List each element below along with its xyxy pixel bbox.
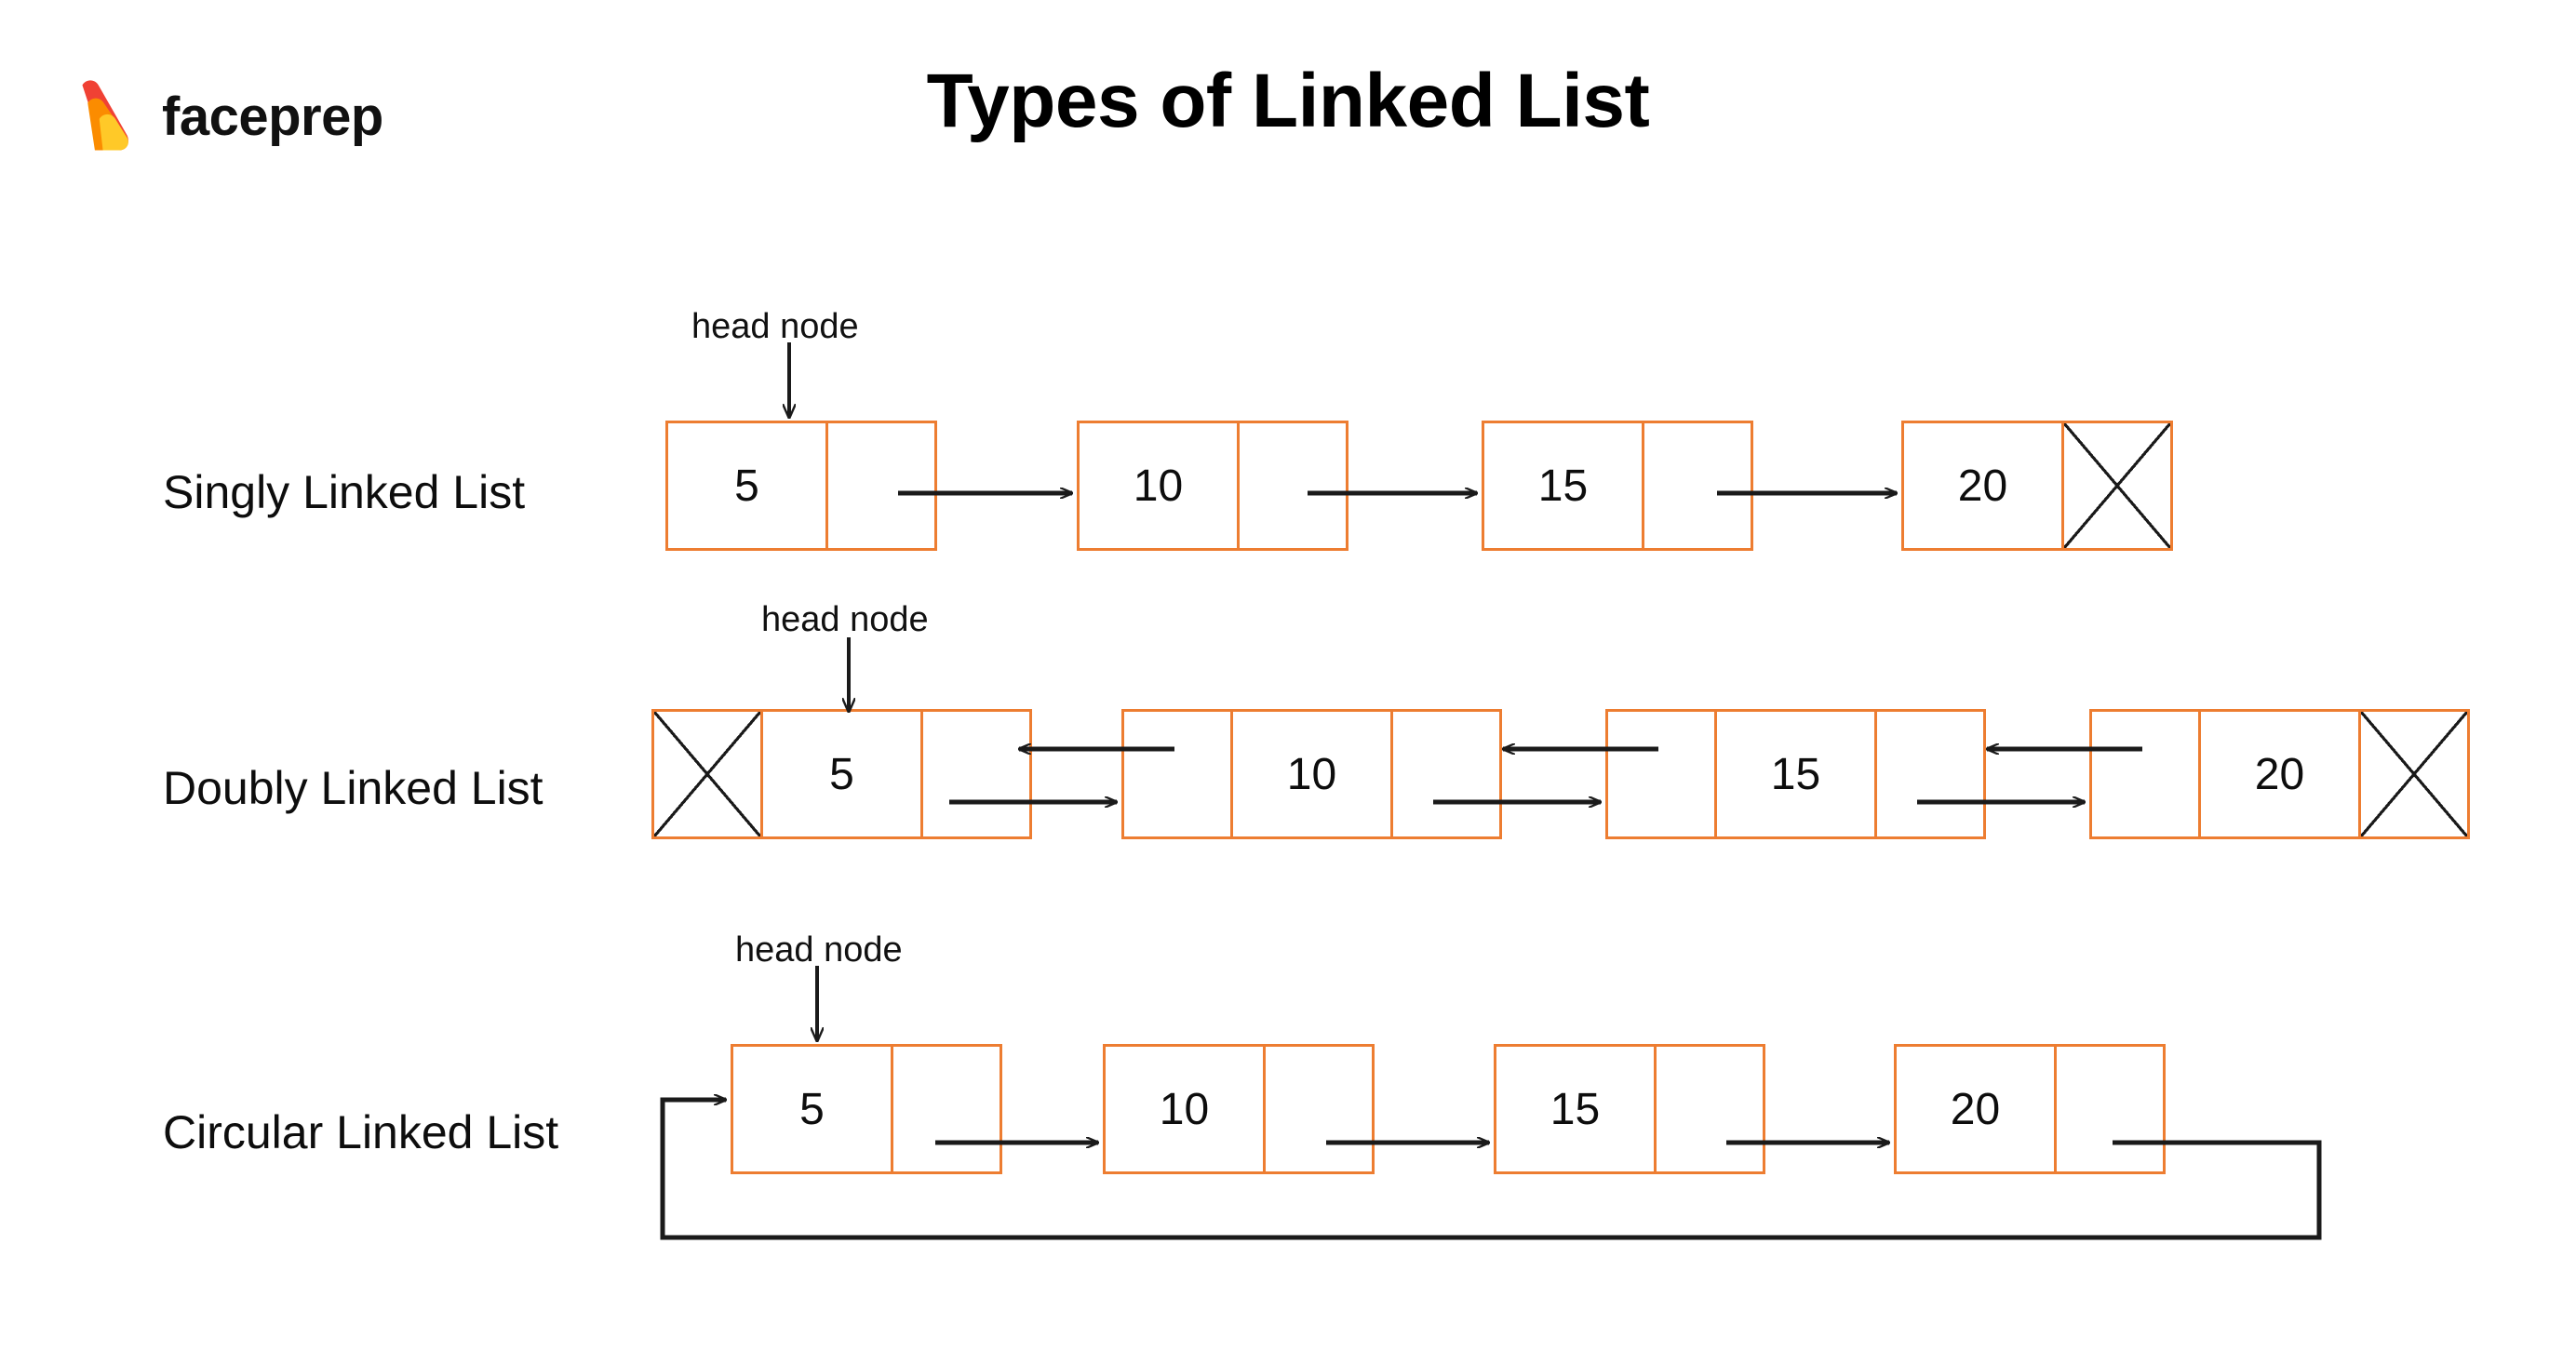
node-null-pointer-cell	[2061, 421, 2173, 551]
singly-node-2[interactable]: 10	[1077, 421, 1348, 551]
node-next-cell	[1654, 1044, 1765, 1174]
node-next-cell	[1237, 421, 1348, 551]
node-prev-cell	[1121, 709, 1233, 839]
node-data-cell: 10	[1077, 421, 1240, 551]
node-data-cell: 15	[1482, 421, 1644, 551]
node-next-cell	[1390, 709, 1502, 839]
head-node-label-doubly: head node	[761, 600, 929, 639]
node-data-cell: 20	[1894, 1044, 2057, 1174]
node-next-cell	[1642, 421, 1753, 551]
circular-node-4[interactable]: 20	[1894, 1044, 2166, 1174]
circular-node-3[interactable]: 15	[1494, 1044, 1765, 1174]
node-data-cell: 5	[665, 421, 828, 551]
brand-logo[interactable]: faceprep	[48, 73, 383, 162]
section-label-doubly: Doubly Linked List	[163, 762, 543, 814]
node-data-cell: 5	[731, 1044, 893, 1174]
doubly-node-3[interactable]: 15	[1605, 709, 1986, 839]
node-null-prev-cell	[651, 709, 763, 839]
brand-name: faceprep	[162, 87, 383, 147]
node-data-cell: 5	[760, 709, 923, 839]
page-title: Types of Linked List	[926, 59, 1650, 143]
doubly-node-2[interactable]: 10	[1121, 709, 1502, 839]
singly-node-3[interactable]: 15	[1482, 421, 1753, 551]
node-data-cell: 10	[1103, 1044, 1266, 1174]
node-next-cell	[825, 421, 937, 551]
head-node-label-singly: head node	[691, 307, 859, 346]
section-label-circular: Circular Linked List	[163, 1106, 559, 1158]
node-data-cell: 15	[1714, 709, 1877, 839]
circular-node-1[interactable]: 5	[731, 1044, 1002, 1174]
node-prev-cell	[1605, 709, 1717, 839]
node-data-cell: 10	[1230, 709, 1393, 839]
node-data-cell: 15	[1494, 1044, 1657, 1174]
doubly-node-1[interactable]: 5	[651, 709, 1032, 839]
node-data-cell: 20	[2198, 709, 2361, 839]
node-next-cell	[920, 709, 1032, 839]
node-data-cell: 20	[1901, 421, 2064, 551]
node-next-cell	[1874, 709, 1986, 839]
section-label-singly: Singly Linked List	[163, 466, 526, 518]
node-next-cell	[1263, 1044, 1375, 1174]
singly-node-1[interactable]: 5	[665, 421, 937, 551]
circular-node-2[interactable]: 10	[1103, 1044, 1375, 1174]
node-prev-cell	[2089, 709, 2201, 839]
node-next-cell	[891, 1044, 1002, 1174]
head-node-label-circular: head node	[735, 930, 903, 970]
faceprep-triangle-icon	[82, 80, 128, 151]
node-next-cell	[2054, 1044, 2166, 1174]
doubly-node-4[interactable]: 20	[2089, 709, 2470, 839]
node-null-next-cell	[2358, 709, 2470, 839]
singly-node-4[interactable]: 20	[1901, 421, 2173, 551]
